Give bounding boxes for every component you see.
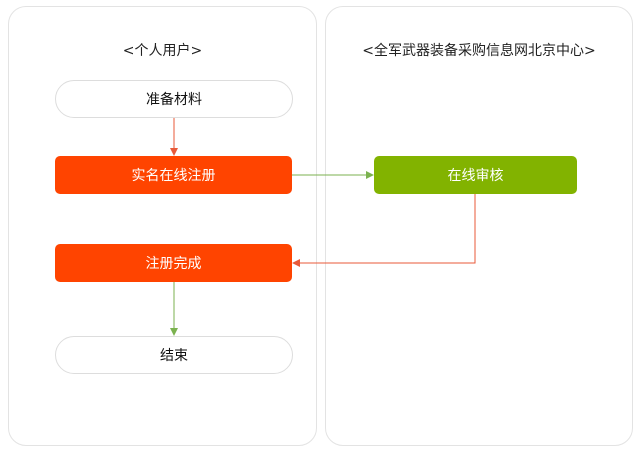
node-registration-complete: 注册完成 xyxy=(55,244,292,282)
lane-title-procurement-center: <全军武器装备采购信息网北京中心> xyxy=(362,43,596,59)
lane-individual-user xyxy=(8,6,317,446)
node-online-registration-label: 实名在线注册 xyxy=(131,168,216,184)
node-online-review: 在线审核 xyxy=(374,156,577,194)
node-prepare-materials-label: 准备材料 xyxy=(146,92,202,108)
node-end-label: 结束 xyxy=(160,348,188,364)
lane-title-individual-user: <个人用户> xyxy=(122,43,203,59)
node-online-review-label: 在线审核 xyxy=(447,168,504,184)
node-online-registration: 实名在线注册 xyxy=(55,156,292,194)
node-registration-complete-label: 注册完成 xyxy=(145,256,202,272)
lane-procurement-center xyxy=(325,6,633,446)
node-end: 结束 xyxy=(55,336,293,374)
node-prepare-materials: 准备材料 xyxy=(55,80,293,118)
